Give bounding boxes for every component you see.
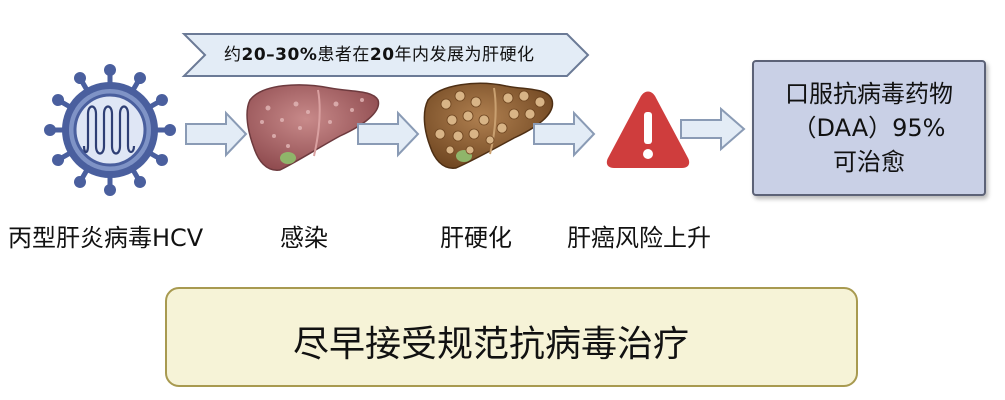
infected-liver-icon: [246, 84, 380, 171]
treatment-line-1: 口服抗病毒药物: [785, 80, 953, 108]
stage-label-cirrhosis: 肝硬化: [440, 224, 512, 252]
stage-label-infection: 感染: [280, 224, 328, 252]
advice-text: 尽早接受规范抗病毒治疗: [293, 324, 690, 365]
progression-banner: [181, 33, 590, 77]
progression-banner-text: 约20–30%患者在20年内发展为肝硬化: [224, 45, 535, 65]
treatment-box: 口服抗病毒药物 （DAA）95% 可治愈: [752, 60, 986, 196]
treatment-line-2: （DAA）95%: [792, 114, 946, 142]
arrow-3: [533, 110, 596, 158]
arrow-2: [357, 110, 420, 158]
stage-label-liver-cancer-risk: 肝癌风险上升: [567, 224, 711, 252]
cirrhotic-liver-icon: [423, 82, 554, 169]
stage-label-hcv: 丙型肝炎病毒HCV: [8, 224, 204, 252]
arrow-4: [680, 106, 746, 152]
virus-icon: [44, 64, 176, 196]
advice-box: [165, 287, 858, 387]
treatment-line-3: 可治愈: [833, 148, 905, 176]
warning-icon: [606, 91, 690, 168]
arrow-1: [185, 110, 248, 158]
